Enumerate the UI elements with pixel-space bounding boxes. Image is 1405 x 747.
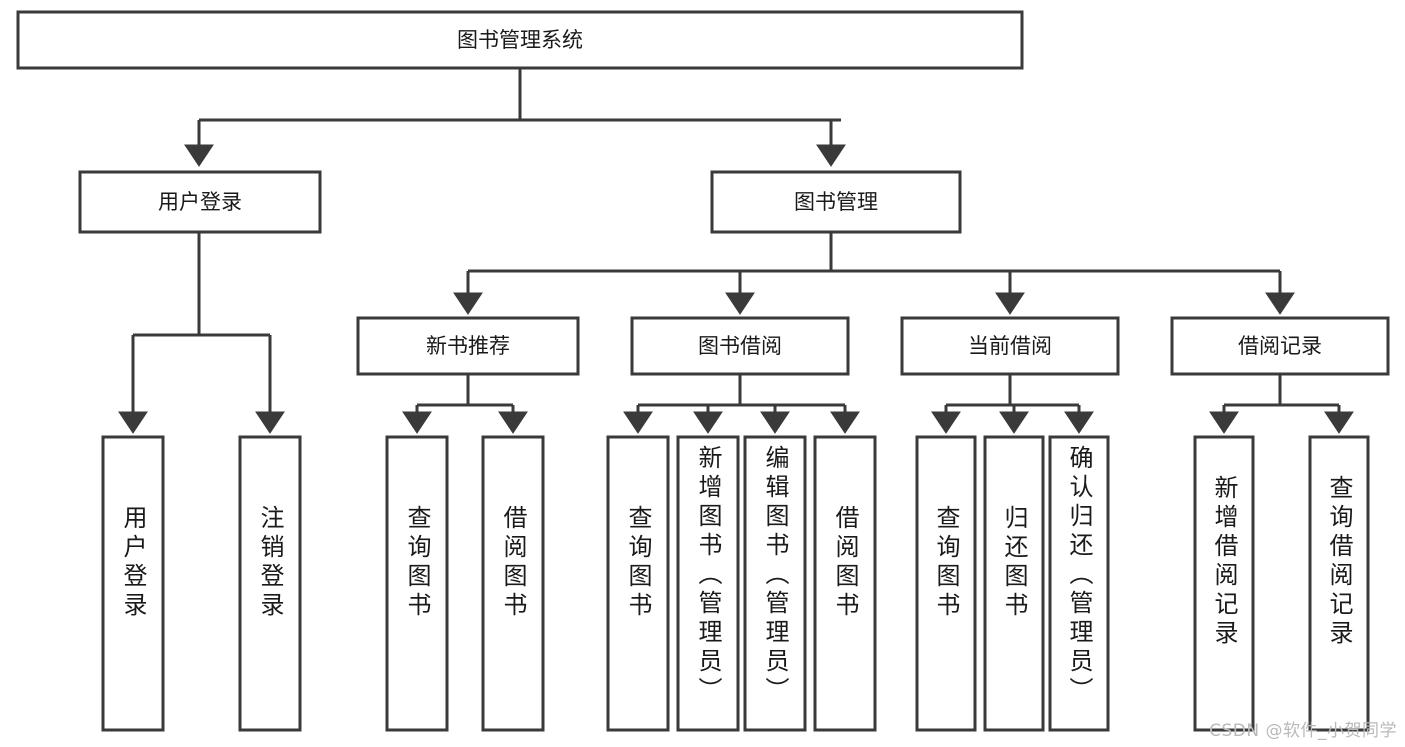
node-current-borrow[interactable]: 当前借阅 [900, 316, 1120, 376]
connector-bookborrow-to-leaves [623, 374, 860, 434]
node-new-book-recommend-box[interactable] [356, 316, 580, 376]
connector-newbook-to-leaves [402, 374, 528, 434]
node-leaf-query-book-3-box[interactable] [915, 435, 977, 732]
connector-root-to-level2 [184, 68, 846, 167]
node-new-book-recommend-label: 新书推荐 [426, 334, 510, 358]
node-book-management-box[interactable] [710, 170, 962, 234]
node-book-borrow[interactable]: 图书借阅 [630, 316, 850, 376]
node-book-borrow-label: 图书借阅 [698, 334, 782, 358]
node-leaf-query-record-box[interactable] [1308, 435, 1370, 732]
node-book-borrow-box[interactable] [630, 316, 850, 376]
node-leaf-confirm-return-box[interactable] [1048, 435, 1110, 732]
node-root-label: 图书管理系统 [457, 28, 583, 52]
node-leaf-borrow-book-1-box[interactable] [481, 435, 545, 732]
node-book-management-label: 图书管理 [794, 190, 878, 214]
node-leaf-query-book-1-box[interactable] [385, 435, 449, 732]
node-leaf-return-book-box[interactable] [983, 435, 1045, 732]
node-borrow-record-box[interactable] [1170, 316, 1390, 376]
connector-borrowrecord-to-leaves [1209, 374, 1354, 434]
csdn-watermark: CSDN @软件_小贺同学 [1209, 721, 1397, 741]
node-borrow-record[interactable]: 借阅记录 [1170, 316, 1390, 376]
node-leaf-borrow-book-2-box[interactable] [813, 435, 877, 732]
node-book-management[interactable]: 图书管理 [710, 170, 962, 234]
node-root-box[interactable] [16, 10, 1024, 70]
connector-bookmgmt-to-level3 [453, 232, 1295, 315]
node-leaf-edit-book-box[interactable] [743, 435, 807, 732]
connector-userlogin-to-leaves [118, 232, 285, 434]
connector-currentborrow-to-leaves [931, 374, 1094, 434]
node-leaf-user-login-box[interactable] [101, 435, 165, 732]
node-new-book-recommend[interactable]: 新书推荐 [356, 316, 580, 376]
node-user-login[interactable]: 用户登录 [78, 170, 322, 234]
node-leaf-logout-box[interactable] [238, 435, 302, 732]
node-leaf-query-book-2-box[interactable] [606, 435, 670, 732]
node-leaf-add-book-box[interactable] [676, 435, 740, 732]
node-user-login-box[interactable] [78, 170, 322, 234]
node-root[interactable]: 图书管理系统 [16, 10, 1024, 70]
node-borrow-record-label: 借阅记录 [1238, 334, 1322, 358]
node-current-borrow-box[interactable] [900, 316, 1120, 376]
node-leaf-add-record-box[interactable] [1193, 435, 1255, 732]
node-current-borrow-label: 当前借阅 [968, 334, 1052, 358]
node-user-login-label: 用户登录 [158, 190, 242, 214]
